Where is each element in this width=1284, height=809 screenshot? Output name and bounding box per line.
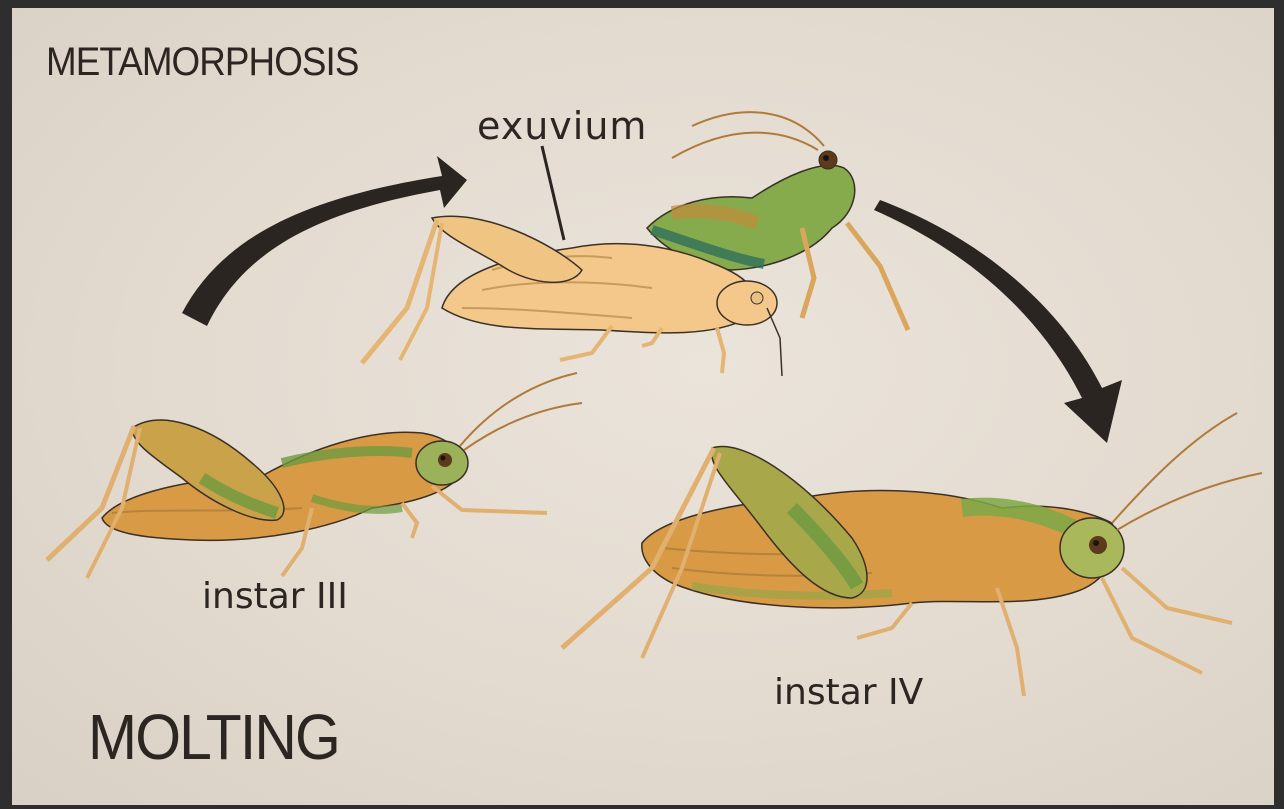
diagram-title: METAMORPHOSIS [46, 40, 358, 85]
molting-grasshopper [362, 112, 908, 376]
instar-iv-label: instar IV [774, 672, 923, 713]
molting-title: MOLTING [88, 700, 339, 774]
instar-iv-grasshopper [562, 413, 1262, 696]
arrow-to-exuvium [182, 156, 467, 326]
arrow-to-instar-iv [874, 200, 1122, 443]
diagram-slide: METAMORPHOSIS exuvium instar III instar … [12, 8, 1274, 805]
instar-iii-label: instar III [202, 576, 348, 617]
exuvium-label: exuvium [477, 104, 647, 148]
exuvium-pointer-line [542, 146, 564, 240]
instar-iii-grasshopper [47, 373, 582, 578]
